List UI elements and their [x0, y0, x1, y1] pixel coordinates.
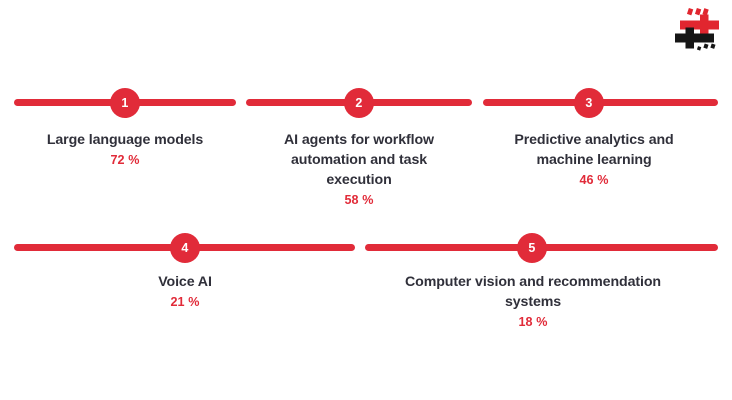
item-caption-2: AI agents for workflow automation and ta… — [259, 130, 459, 210]
brand-logo-icon — [675, 8, 719, 51]
item-percent-4: 21 % — [170, 295, 200, 310]
item-label-3: Predictive analytics and machine learnin… — [514, 132, 674, 169]
slider-knob-2[interactable]: 2 — [344, 88, 374, 118]
item-label-5: Computer vision and recommendation syste… — [405, 274, 661, 311]
item-percent-1: 72 % — [110, 153, 140, 168]
slider-knob-3[interactable]: 3 — [574, 88, 604, 118]
item-caption-5: Computer vision and recommendation syste… — [382, 272, 684, 332]
item-percent-3: 46 % — [579, 173, 609, 188]
item-caption-4: Voice AI 21 % — [85, 272, 285, 312]
item-label-2: AI agents for workflow automation and ta… — [284, 132, 434, 189]
brand-logo — [674, 8, 722, 54]
item-label-1: Large language models — [46, 132, 204, 148]
item-percent-5: 18 % — [518, 315, 548, 330]
item-percent-2: 58 % — [344, 193, 374, 208]
item-label-4: Voice AI — [158, 274, 212, 290]
slider-knob-1[interactable]: 1 — [110, 88, 140, 118]
slider-knob-5[interactable]: 5 — [517, 233, 547, 263]
slider-knob-4[interactable]: 4 — [170, 233, 200, 263]
item-caption-3: Predictive analytics and machine learnin… — [489, 130, 699, 190]
item-caption-1: Large language models 72 % — [18, 130, 232, 170]
